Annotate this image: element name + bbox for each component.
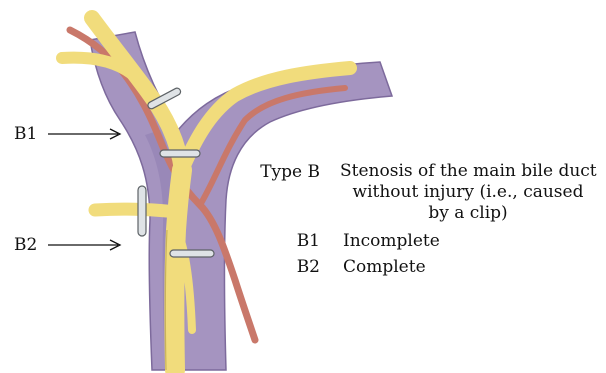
clip-lower: [170, 250, 214, 257]
legend-type-description-line: without injury (i.e., caused: [340, 182, 596, 203]
clip-vertical: [138, 186, 146, 236]
legend-type-description-line: by a clip): [340, 203, 596, 224]
common-bile-duct: [174, 170, 182, 370]
legend-type-key: Type B: [250, 162, 320, 182]
legend-item-key: B2: [250, 257, 320, 277]
legend-item-desc: Incomplete: [343, 231, 440, 252]
arrow-label-b1: B1: [14, 124, 37, 144]
legend-type-description: Stenosis of the main bile duct without i…: [340, 161, 596, 224]
legend-item-desc: Complete: [343, 257, 426, 278]
legend-item-key: B1: [250, 231, 320, 251]
arrow-label-b2: B2: [14, 235, 37, 255]
clip-middle: [160, 150, 200, 157]
arrow-b2: [48, 240, 120, 250]
cystic-duct: [95, 209, 176, 212]
arrow-b1: [48, 129, 120, 139]
legend-type-description-line: Stenosis of the main bile duct: [340, 161, 596, 182]
